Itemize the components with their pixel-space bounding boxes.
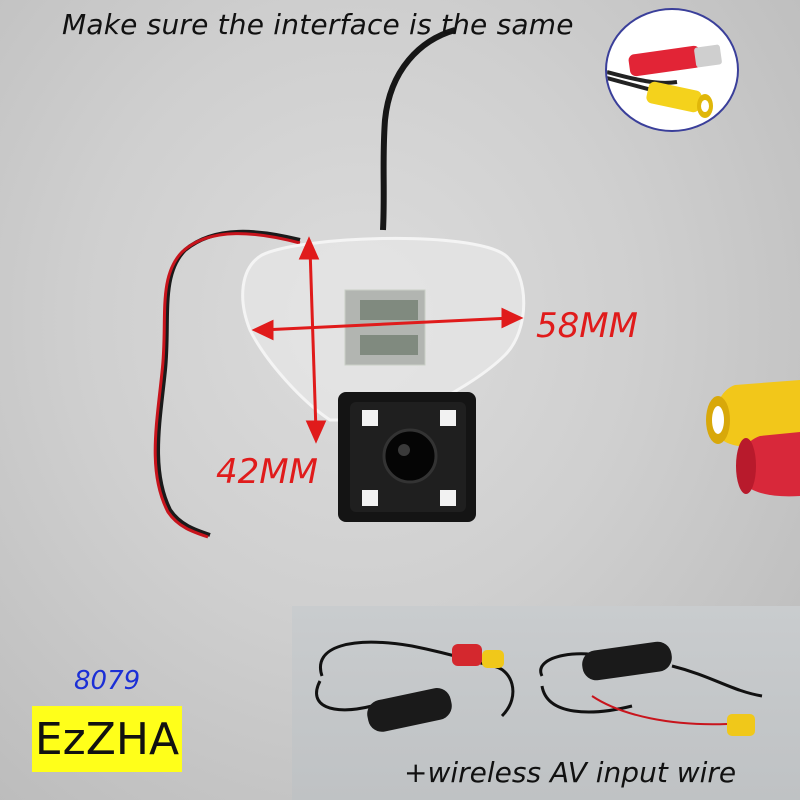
brand-name: EzZHA [34,713,180,765]
wireless-transmitter-icon [315,640,763,736]
width-dimension-label: 58MM [536,306,638,346]
connector-inset [605,8,739,132]
ir-led-array [362,410,456,506]
wireless-caption: +wireless AV input wire [404,756,737,789]
wireless-kit-inset: +wireless AV input wire [292,606,800,800]
black-cable [380,27,456,231]
rca-connector-icon [607,44,722,118]
rca-plugs [706,380,800,497]
red-wire [153,232,301,539]
height-dimension-label: 42MM [216,452,318,492]
camera-lens [382,428,438,484]
brand-badge: EzZHA [32,706,182,772]
model-number: 8079 [74,666,141,696]
dimension-arrows [251,236,524,444]
headline: Make sure the interface is the same [62,8,574,41]
